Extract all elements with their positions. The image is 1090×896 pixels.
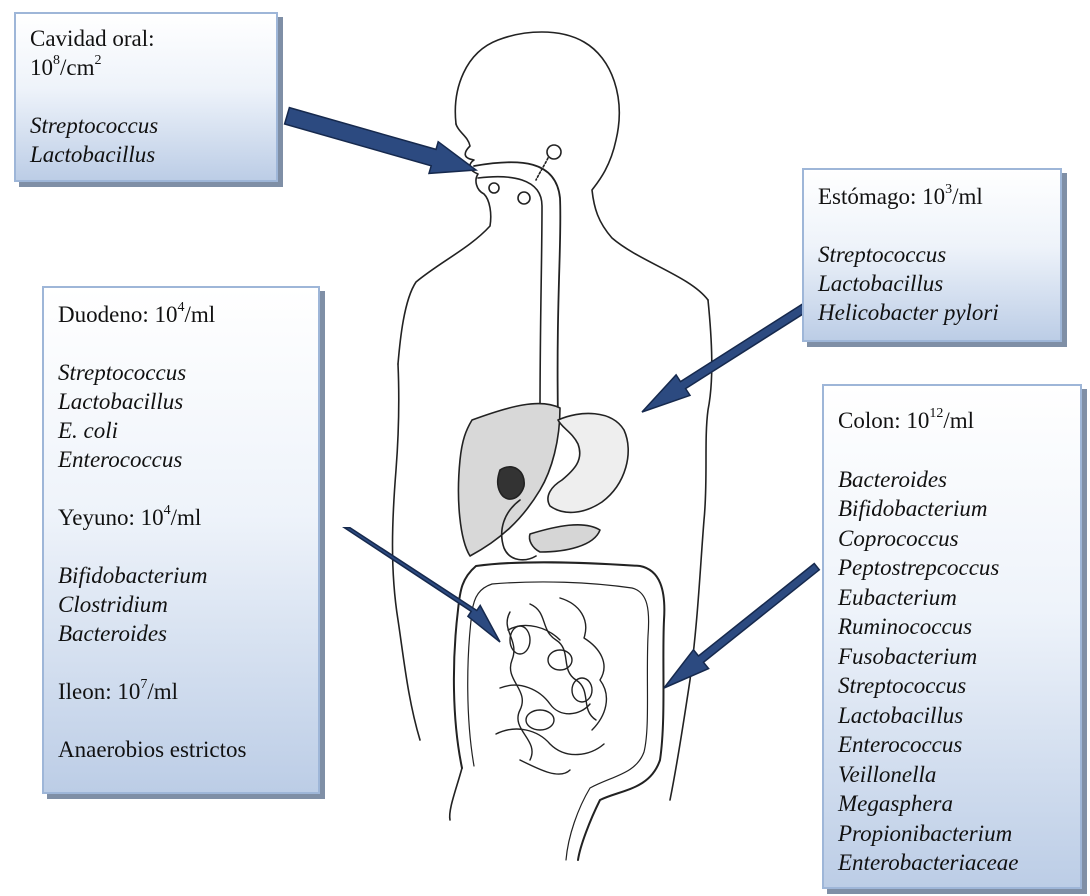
esophagus-inner <box>478 177 542 415</box>
organism-label: Streptococcus <box>818 240 1046 269</box>
organism-label: Peptostrepcoccus <box>838 553 1066 583</box>
small-intestine-box: Duodeno: 104/ml Streptococcus Lactobacil… <box>42 286 320 794</box>
organism-label: Enterobacteriaceae <box>838 848 1066 878</box>
pancreas <box>529 525 600 552</box>
organism-label: Lactobacillus <box>30 140 262 169</box>
jejunum-count: Yeyuno: 104/ml <box>58 503 304 532</box>
arrow-to-stomach <box>642 303 810 413</box>
oral-title: Cavidad oral: <box>30 24 262 53</box>
salivary-duct <box>536 158 548 180</box>
duodenum-count: Duodeno: 104/ml <box>58 300 304 329</box>
organism-label: Streptococcus <box>58 358 304 387</box>
organism-label: Coprococcus <box>838 524 1066 554</box>
colon-box: Colon: 1012/ml Bacteroides Bifidobacteri… <box>822 384 1082 889</box>
salivary-gland <box>518 192 530 204</box>
ileum-count: Ileon: 107/ml <box>58 677 304 706</box>
organism-label: Lactobacillus <box>58 387 304 416</box>
face-profile <box>398 124 491 364</box>
organism-label: Bacteroides <box>58 619 304 648</box>
torso-left-outline <box>393 364 421 740</box>
oral-cavity-box: Cavidad oral: 108/cm2 Streptococcus Lact… <box>14 12 278 182</box>
liver <box>458 404 560 556</box>
organism-label: E. coli <box>58 416 304 445</box>
organism-label: Clostridium <box>58 590 304 619</box>
salivary-gland <box>547 145 561 159</box>
organism-label: Streptococcus <box>30 111 262 140</box>
organism-label: Veillonella <box>838 760 1066 790</box>
gallbladder <box>498 467 525 499</box>
small-intestine <box>496 598 606 774</box>
arrows <box>285 108 820 688</box>
organism-label: Fusobacterium <box>838 642 1066 672</box>
organism-label: Propionibacterium <box>838 819 1066 849</box>
head-outline <box>455 32 708 300</box>
duodenum <box>502 500 536 560</box>
organism-label: Ruminococcus <box>838 612 1066 642</box>
colon-count: Colon: 1012/ml <box>838 406 1066 436</box>
colon <box>454 562 664 860</box>
organism-label: Bifidobacterium <box>58 561 304 590</box>
organism-label: Eubacterium <box>838 583 1066 613</box>
organism-label: Bacteroides <box>838 465 1066 495</box>
organism-label: Helicobacter pylori <box>818 298 1046 327</box>
organism-label: Enterococcus <box>58 445 304 474</box>
arrow-to-colon <box>664 564 819 689</box>
organism-label: Enterococcus <box>838 730 1066 760</box>
organism-label: Megasphera <box>838 789 1066 819</box>
esophagus <box>474 162 560 420</box>
stomach <box>548 413 628 512</box>
organism-label: Anaerobios estrictos <box>58 735 304 764</box>
organism-label: Bifidobacterium <box>838 494 1066 524</box>
organism-label: Lactobacillus <box>838 701 1066 731</box>
organism-label: Streptococcus <box>838 671 1066 701</box>
colon-inner <box>468 582 649 860</box>
oral-count: 108/cm2 <box>30 53 262 82</box>
stomach-box: Estómago: 103/ml Streptococcus Lactobaci… <box>802 168 1062 342</box>
arrow-to-small-intestine <box>345 528 501 642</box>
organism-label: Lactobacillus <box>818 269 1046 298</box>
salivary-gland <box>489 183 499 193</box>
torso-right-outline <box>670 300 712 800</box>
stomach-count: Estómago: 103/ml <box>818 182 1046 211</box>
arrow-to-mouth <box>285 108 476 174</box>
appendix <box>450 768 462 820</box>
